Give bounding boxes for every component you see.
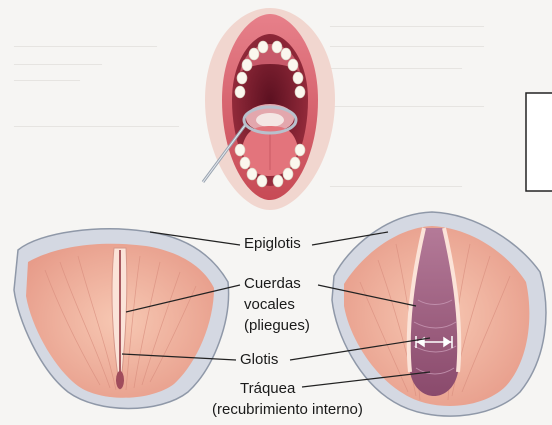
label-vocal-cords-line3: (pliegues) xyxy=(244,315,310,336)
callout-box xyxy=(526,93,552,191)
label-trachea-line1: Tráquea xyxy=(240,378,295,399)
mouth-illustration xyxy=(205,8,335,210)
label-vocal-cords-line2: vocales xyxy=(244,294,295,315)
label-vocal-cords-line1: Cuerdas xyxy=(244,273,301,294)
label-trachea-line2: (recubrimiento interno) xyxy=(212,399,363,420)
larynx-closed-illustration xyxy=(14,229,229,409)
larynx-open-illustration xyxy=(332,212,546,416)
label-epiglottis: Epiglotis xyxy=(244,233,301,254)
label-glottis: Glotis xyxy=(240,349,278,370)
